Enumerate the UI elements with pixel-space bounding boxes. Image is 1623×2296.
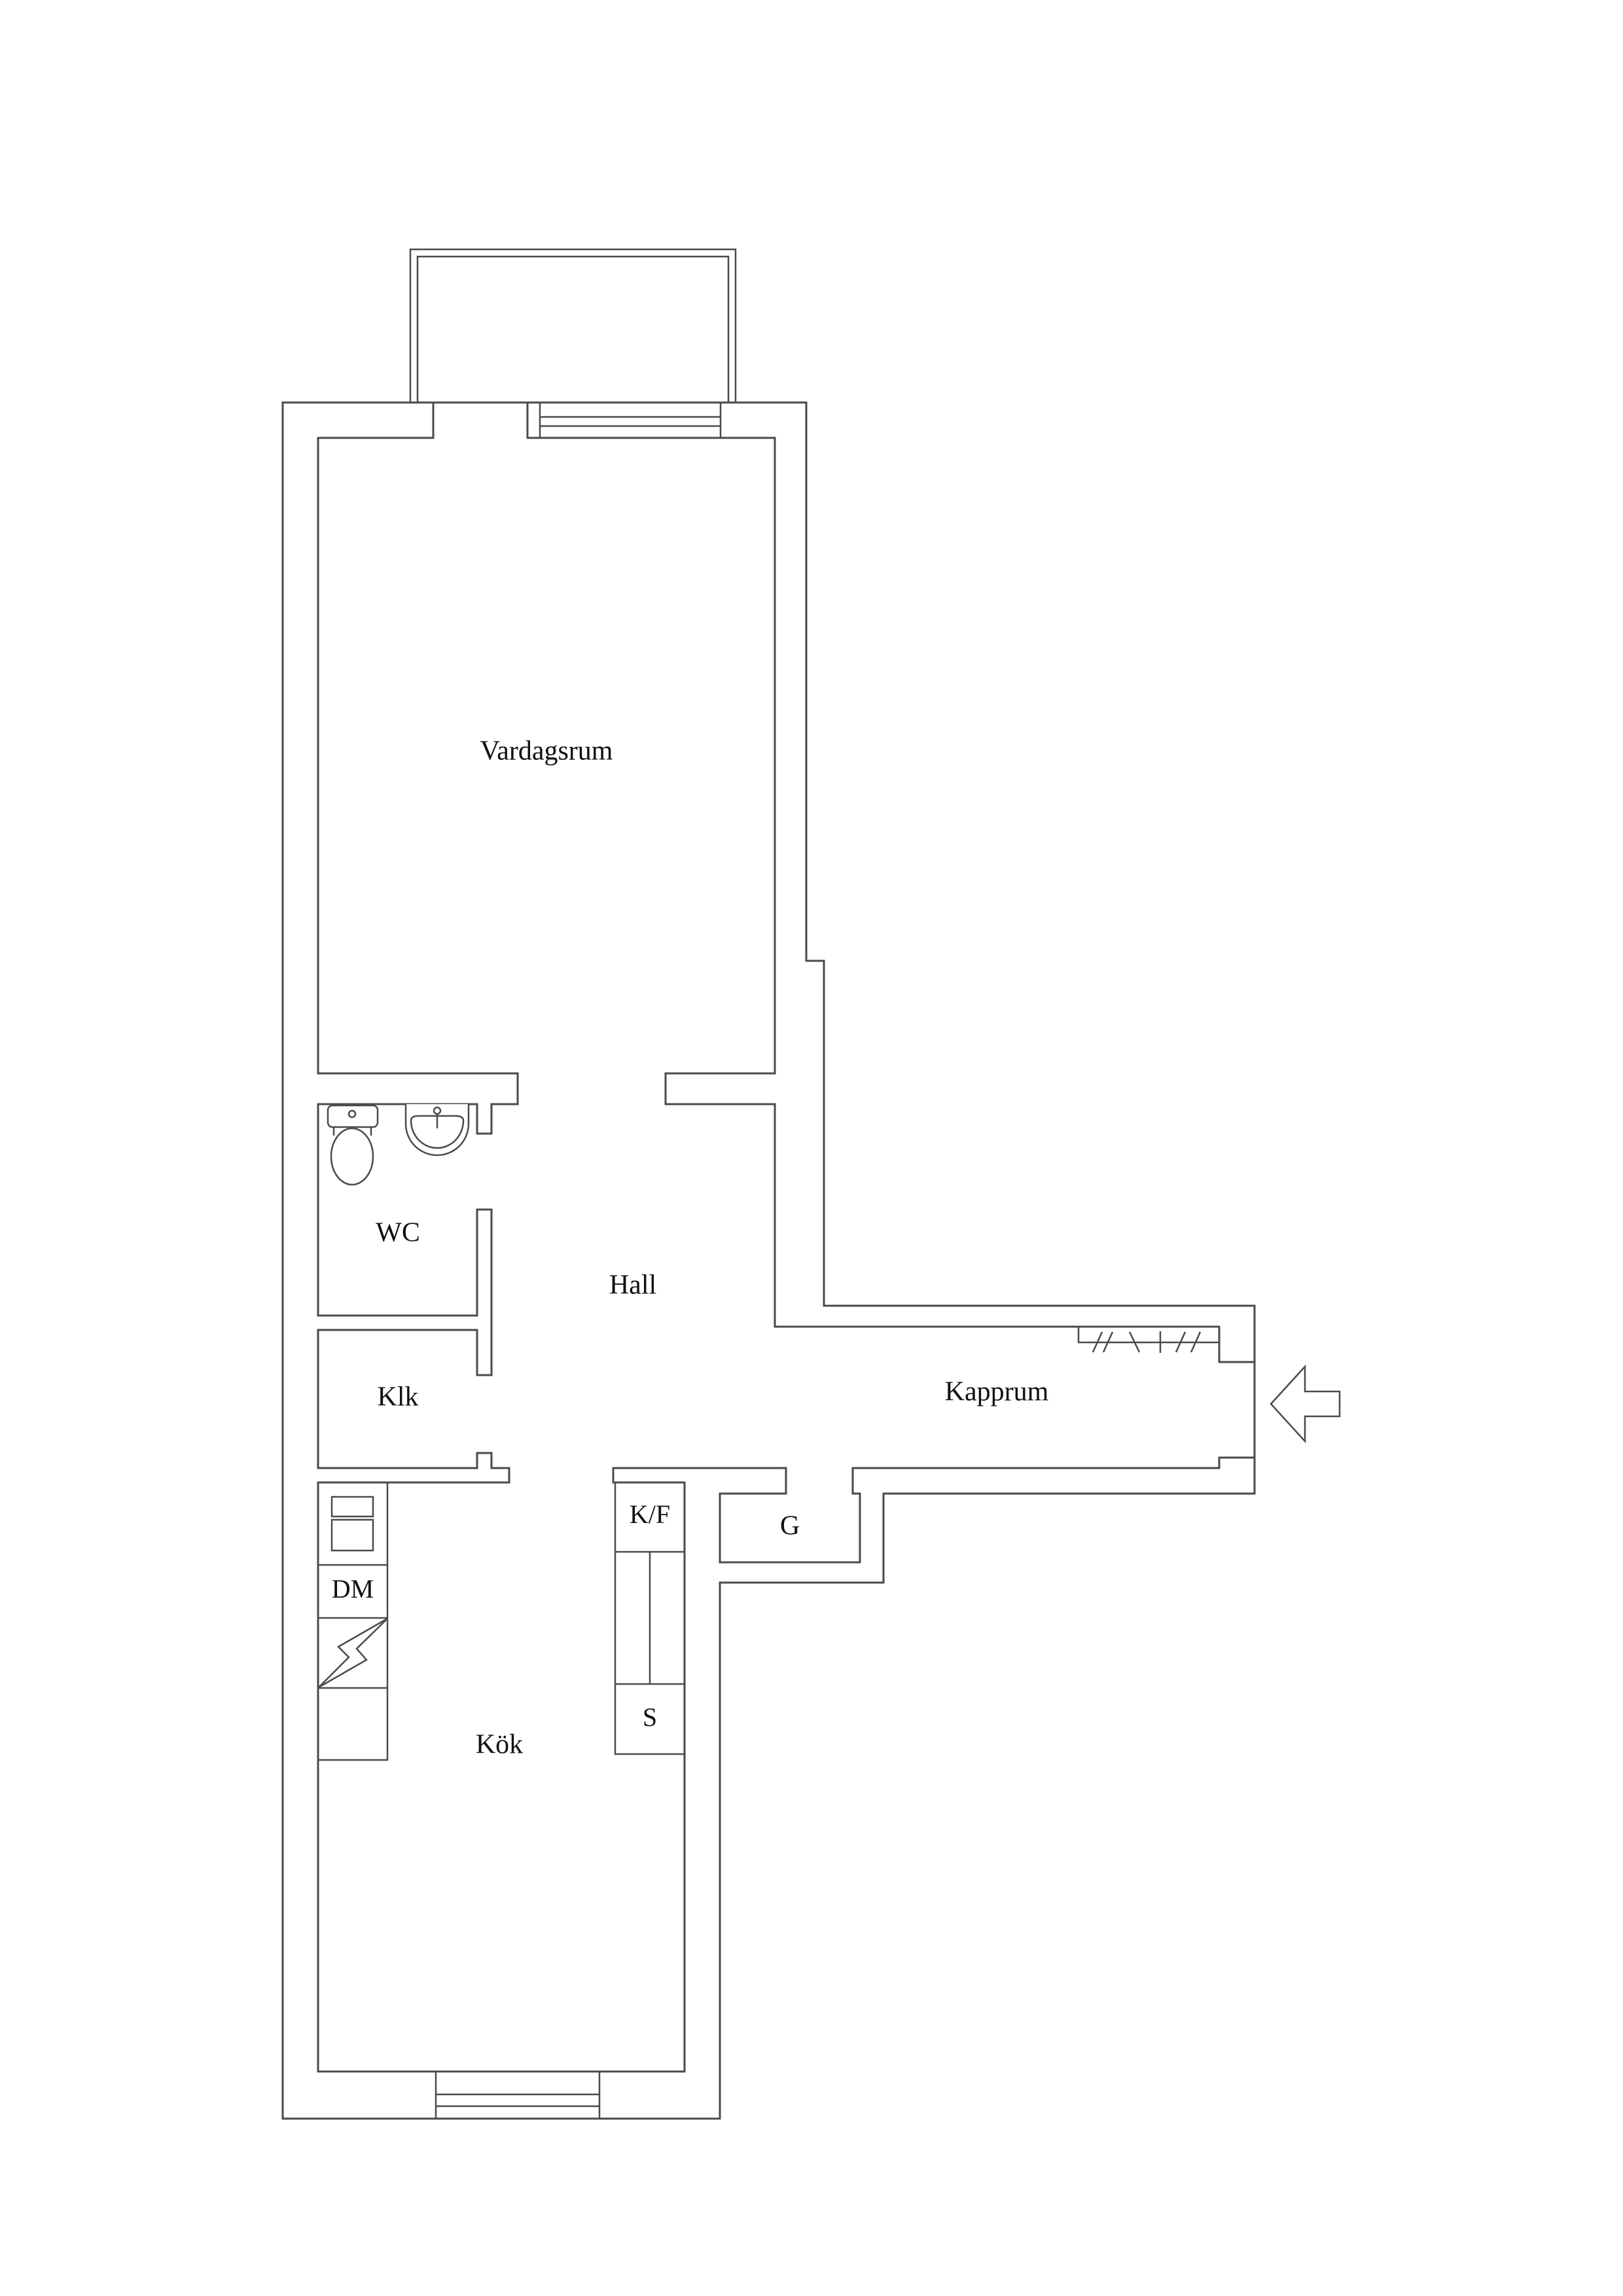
room-label-closet: Klk [378, 1382, 419, 1412]
room-label-wc: WC [376, 1218, 420, 1248]
toilet-icon [327, 1104, 379, 1186]
room-label-living-room: Vardagsrum [480, 736, 613, 766]
outer-wall [281, 401, 1256, 2120]
entrance-arrow-icon [1270, 1364, 1341, 1444]
right-kitchen-counter [614, 1481, 686, 1755]
left-kitchen-counter [317, 1481, 389, 1761]
kitchen-window [435, 2072, 601, 2119]
living-room-window [539, 403, 722, 438]
appliance-label-dishwasher: DM [332, 1574, 374, 1604]
room-label-kitchen: Kök [476, 1730, 523, 1760]
oven-icon [330, 1496, 374, 1552]
living-room-walls [317, 403, 1255, 2073]
coat-hanger-icon [1092, 1331, 1202, 1353]
balcony [409, 248, 737, 403]
appliance-label-fridge-freezer: K/F [630, 1499, 670, 1529]
room-label-coat-room: Kapprum [945, 1377, 1049, 1407]
living-room-top-right [526, 403, 1255, 1363]
room-label-hall: Hall [609, 1270, 656, 1300]
appliance-label-stove: S [643, 1702, 657, 1732]
lightning-icon [318, 1617, 388, 1689]
sink-icon [404, 1104, 470, 1157]
coat-rack [1077, 1327, 1219, 1353]
room-label-storage: G [780, 1511, 800, 1541]
